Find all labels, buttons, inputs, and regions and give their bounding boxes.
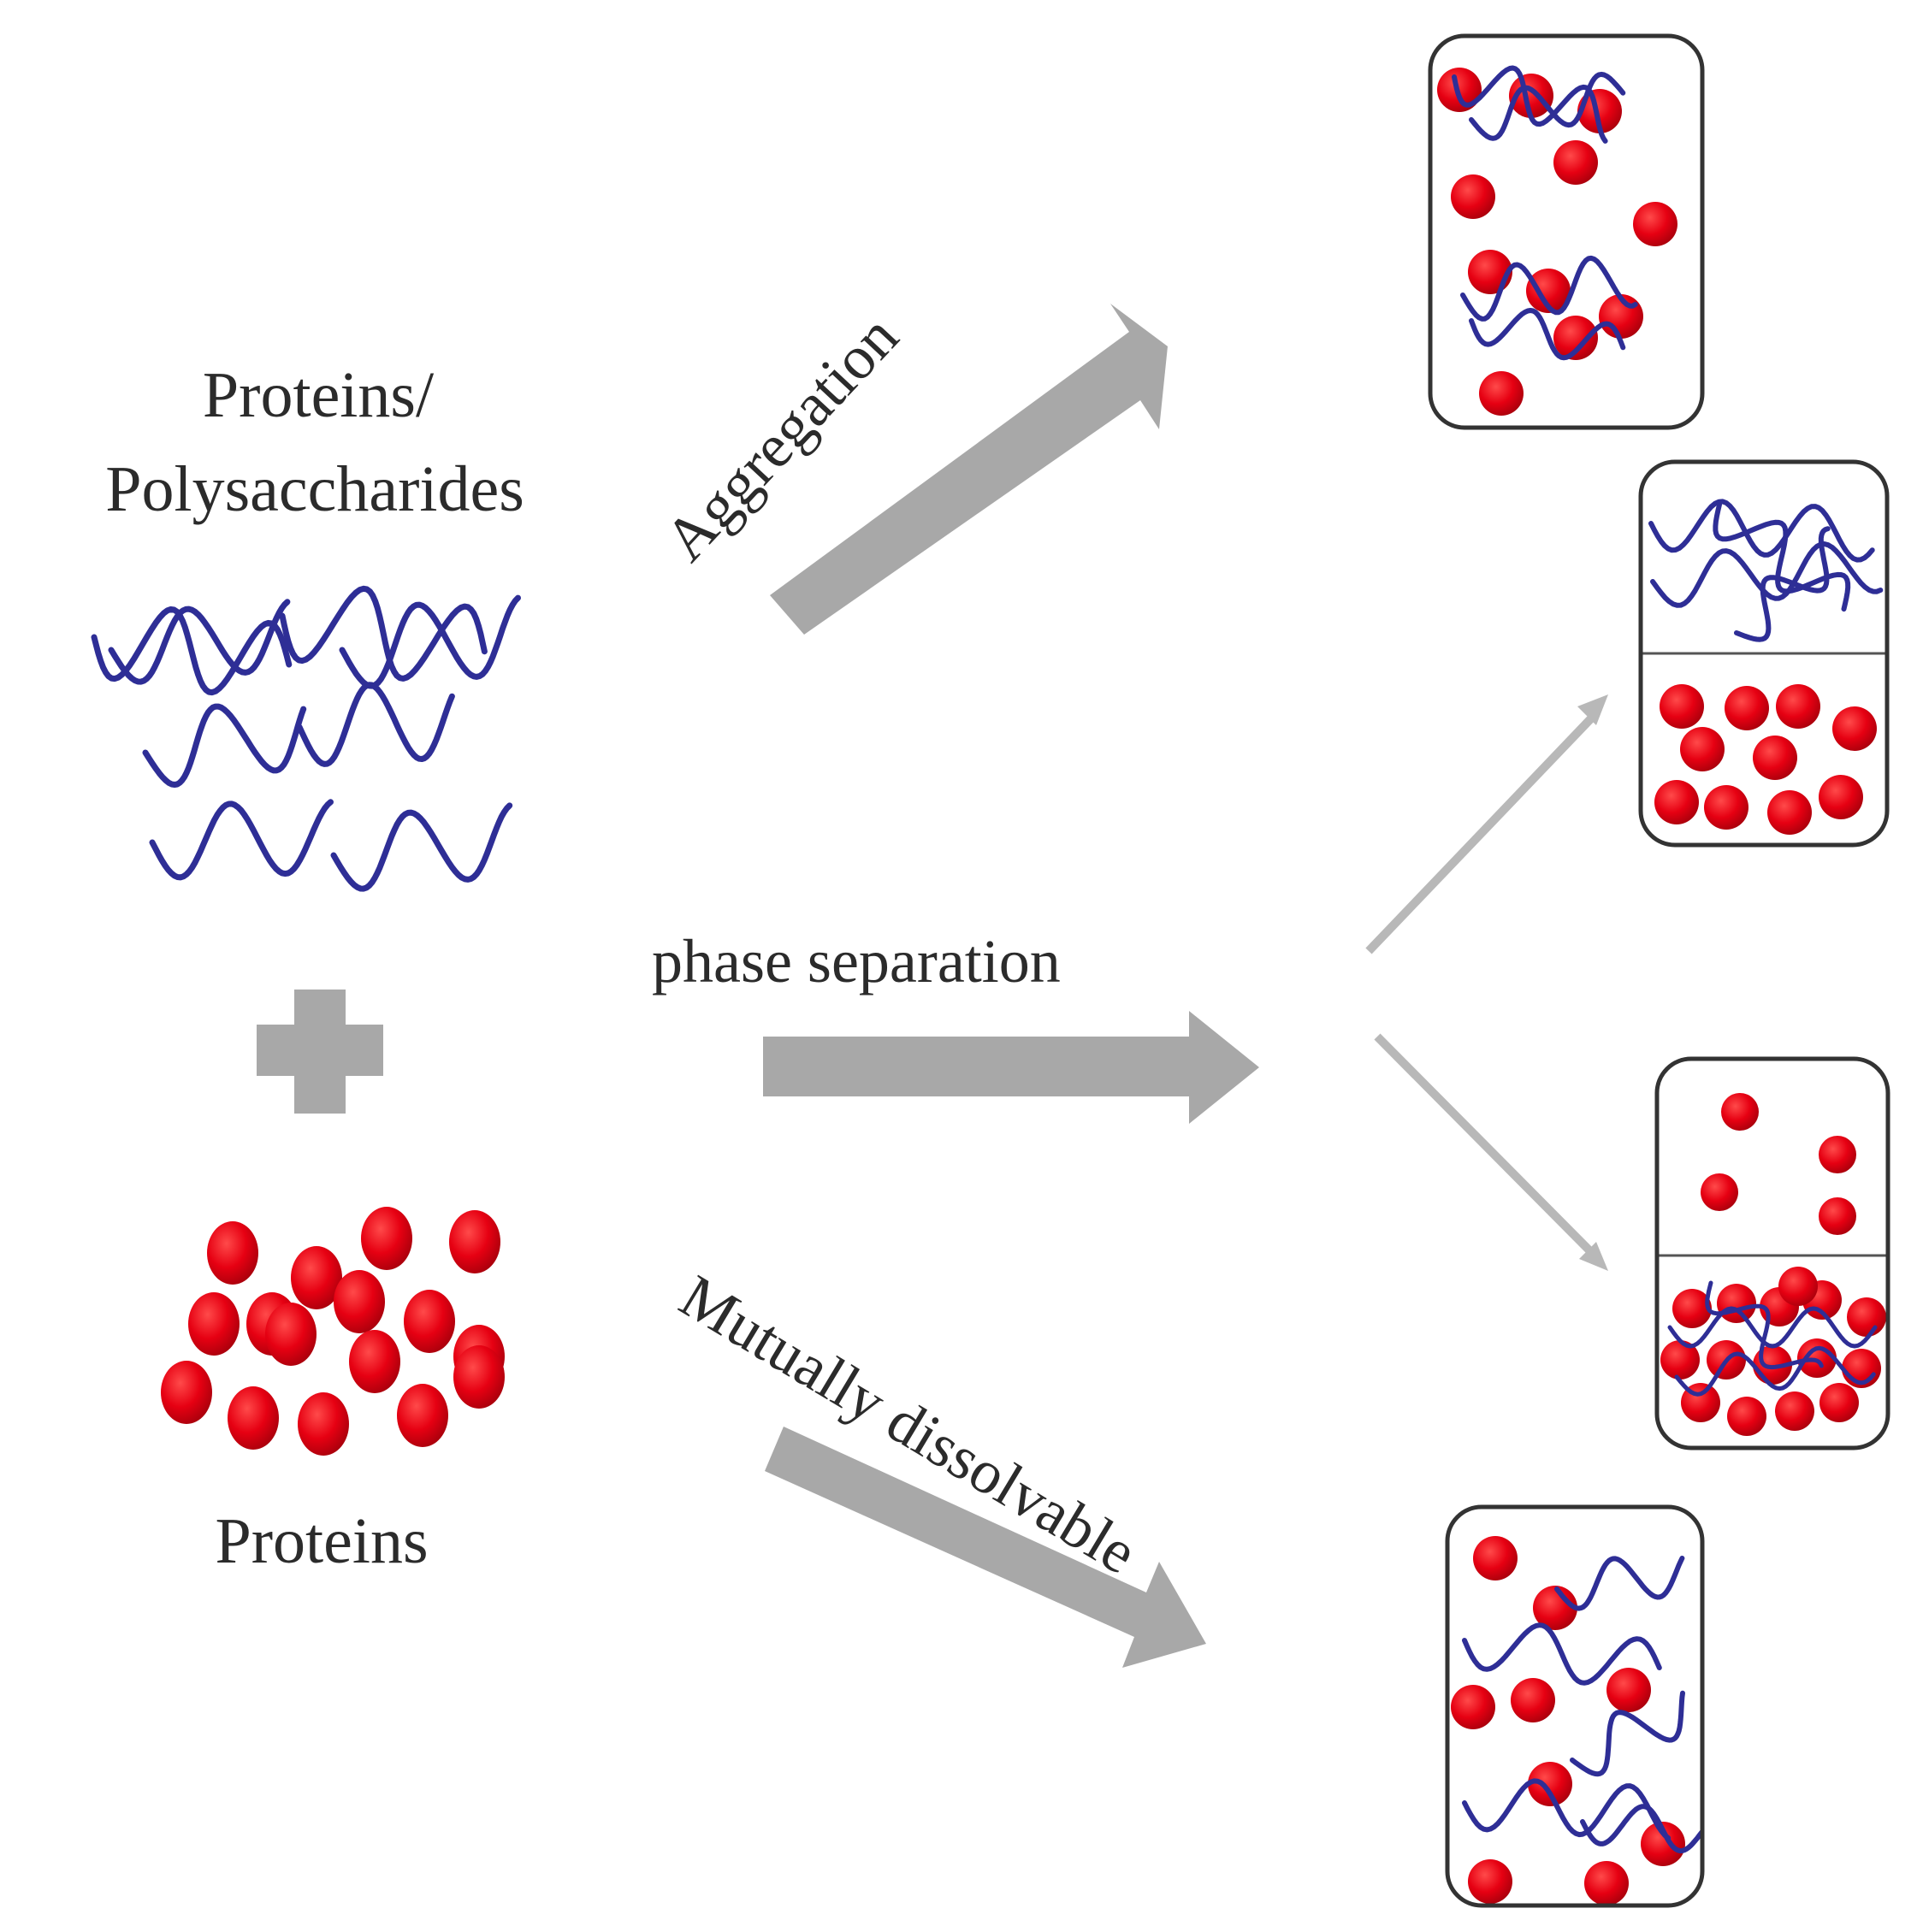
protein-particle xyxy=(1451,174,1495,219)
protein-particle xyxy=(1641,1822,1685,1866)
protein-particle xyxy=(1767,790,1812,835)
box4-chain xyxy=(1554,1556,1685,1611)
protein-particle xyxy=(1819,1383,1859,1422)
protein-particle xyxy=(1553,140,1598,185)
box4-chain xyxy=(1580,1804,1702,1854)
mutually-dissolvable-result-box xyxy=(1445,1504,1705,1908)
polysaccharide-chain xyxy=(142,703,307,788)
protein-particle xyxy=(1819,1197,1856,1235)
protein-particle xyxy=(453,1345,505,1409)
mutually-dissolvable-arrow xyxy=(765,1427,1206,1668)
box1-chain xyxy=(1469,71,1626,141)
phase-separation-arrow xyxy=(763,1011,1259,1124)
mixture-label-line1: Proteins/ xyxy=(203,359,435,431)
polysaccharide-chain xyxy=(108,599,291,685)
box2-chain xyxy=(1650,541,1884,608)
box4-chain xyxy=(1570,1690,1685,1777)
aggregation-result-box xyxy=(1428,33,1705,430)
protein-particle xyxy=(1672,1289,1712,1328)
upper-branch-arrow xyxy=(1365,694,1608,954)
protein-particle xyxy=(1511,1678,1555,1722)
protein-particle xyxy=(1725,686,1769,730)
protein-particle xyxy=(265,1303,317,1366)
protein-particle xyxy=(1584,1861,1629,1905)
polysaccharide-chain xyxy=(279,585,488,682)
box1-chain xyxy=(1460,255,1638,322)
polysaccharide-chains xyxy=(91,585,521,892)
box4-chain xyxy=(1462,1622,1662,1686)
protein-particle xyxy=(207,1221,258,1285)
polysaccharide-chain xyxy=(149,799,334,881)
mixture-label-line2: Polysaccharides xyxy=(105,453,524,525)
box2-chain xyxy=(1648,499,1875,563)
plus-icon xyxy=(257,990,383,1114)
box3-chain xyxy=(1674,1345,1876,1397)
protein-particle xyxy=(298,1392,349,1456)
aggregation-arrow xyxy=(770,304,1168,635)
plus-vertical-bar xyxy=(294,990,346,1114)
protein-particle xyxy=(1451,1685,1495,1729)
protein-particles xyxy=(161,1207,505,1456)
box2-chain xyxy=(1734,526,1831,642)
protein-particle xyxy=(404,1290,455,1353)
protein-particle xyxy=(1468,1859,1512,1904)
mutually-dissolvable-label: Mutually dissolvable xyxy=(669,1261,1149,1587)
protein-particle xyxy=(1721,1093,1759,1131)
protein-particle xyxy=(1479,371,1524,416)
protein-particle xyxy=(349,1330,400,1393)
protein-particle xyxy=(228,1386,279,1450)
protein-particle xyxy=(1701,1173,1738,1211)
polysaccharide-chain xyxy=(339,594,521,689)
box3-chain xyxy=(1705,1280,1824,1370)
protein-particle xyxy=(161,1361,212,1424)
protein-particle xyxy=(188,1292,240,1356)
protein-particle xyxy=(1819,775,1863,819)
box4-chain xyxy=(1462,1778,1672,1841)
protein-particle xyxy=(1660,684,1704,729)
protein-particle xyxy=(1776,684,1820,729)
protein-particle xyxy=(291,1246,342,1309)
protein-particle xyxy=(1797,1338,1837,1378)
phase-separation-result-box-top xyxy=(1638,459,1890,848)
polysaccharide-chain xyxy=(296,682,455,767)
protein-particle xyxy=(1633,202,1677,246)
protein-particle xyxy=(1509,74,1553,118)
box2-chain xyxy=(1713,502,1851,612)
phase-separation-result-box-bottom xyxy=(1654,1056,1890,1450)
protein-particle xyxy=(1717,1284,1756,1323)
protein-particle xyxy=(334,1270,385,1333)
protein-particle xyxy=(1553,316,1598,360)
protein-particle xyxy=(1832,706,1877,751)
protein-particle xyxy=(1753,736,1797,780)
protein-particle xyxy=(1577,89,1622,133)
phase-separation-label: phase separation xyxy=(652,927,1061,996)
protein-particle xyxy=(1606,1668,1651,1712)
protein-particle xyxy=(1775,1391,1814,1431)
protein-particle xyxy=(1727,1397,1766,1436)
box1-chain xyxy=(1469,308,1626,361)
proteins-label: Proteins xyxy=(215,1505,428,1577)
protein-particle xyxy=(361,1207,412,1270)
protein-particle xyxy=(449,1210,500,1273)
protein-particle xyxy=(1819,1136,1856,1173)
protein-particle xyxy=(1680,727,1725,771)
protein-particle xyxy=(1473,1536,1518,1580)
protein-particle xyxy=(397,1384,448,1447)
lower-branch-arrow xyxy=(1374,1033,1608,1271)
protein-particle xyxy=(1528,1762,1572,1806)
protein-particle xyxy=(1526,269,1571,313)
protein-particle xyxy=(1704,785,1748,830)
box3-chain xyxy=(1667,1306,1878,1349)
protein-particle xyxy=(1778,1267,1818,1306)
protein-particle xyxy=(1847,1297,1886,1337)
polysaccharide-chain xyxy=(330,802,513,892)
protein-particle xyxy=(1660,1340,1700,1380)
polysaccharide-chain xyxy=(91,606,293,696)
protein-particle xyxy=(1654,780,1699,824)
